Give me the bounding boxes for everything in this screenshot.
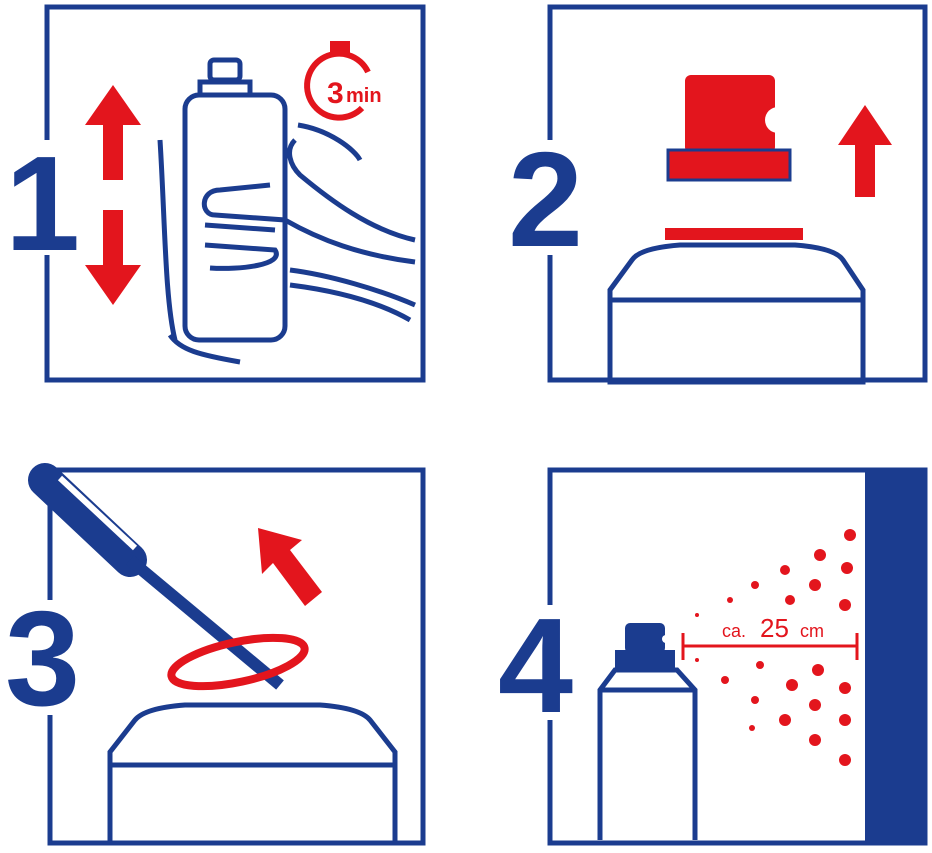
step-2-panel: 2	[508, 4, 928, 385]
spray-can-icon	[597, 623, 698, 840]
can-top-icon	[107, 702, 398, 846]
spray-can-icon	[182, 57, 288, 343]
step-1-panel: 1 3 min	[5, 4, 426, 383]
distance-prefix: ca.	[722, 621, 746, 641]
distance-unit: cm	[800, 621, 824, 641]
spray-dots	[695, 529, 856, 766]
seal-ring-icon	[167, 633, 309, 691]
panel-frame	[44, 4, 426, 383]
step-number: 3	[5, 583, 80, 734]
shake-arrows-icon	[85, 85, 141, 305]
timer-unit: min	[346, 85, 382, 107]
timer-icon: 3 min	[304, 41, 382, 121]
arrow-up-icon	[838, 105, 892, 197]
seal-ring	[665, 228, 803, 240]
timer-value: 3	[327, 77, 344, 110]
shaking-hand-icon	[157, 122, 416, 365]
distance-indicator: ca. 25 cm	[681, 613, 859, 660]
wall-surface	[865, 468, 927, 845]
step-4-panel: 4 ca. 25 cm	[498, 467, 928, 846]
arrow-up-left-icon	[258, 528, 322, 606]
red-cap-icon	[666, 75, 792, 182]
can-top-icon	[607, 242, 866, 385]
step-number: 4	[498, 590, 573, 741]
step-number: 1	[5, 128, 80, 279]
step-3-panel: 3	[5, 463, 426, 846]
distance-value: 25	[760, 613, 789, 643]
step-number: 2	[508, 124, 583, 275]
screwdriver-icon	[28, 463, 284, 690]
